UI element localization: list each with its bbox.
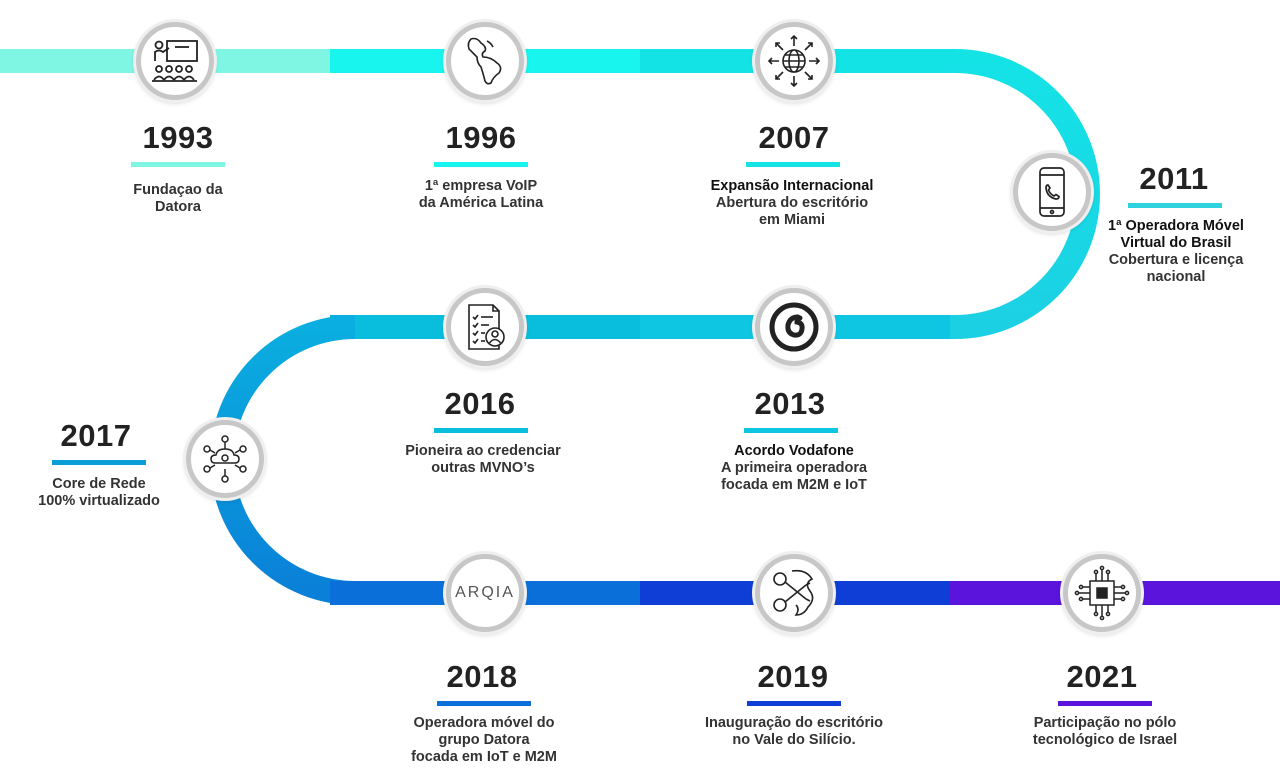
network-core-icon — [203, 435, 247, 483]
year-2016: 2016 — [444, 386, 516, 421]
milestone-desc-2013: Acordo Vodafone A primeira operadora foc… — [679, 443, 909, 494]
desc-line: no Vale do Silício. — [732, 732, 856, 748]
credential-checklist-icon — [468, 304, 505, 350]
desc-line: grupo Datora — [438, 732, 530, 748]
desc-line: tecnológico de Israel — [1032, 732, 1178, 748]
desc-line: focada em M2M e IoT — [721, 477, 867, 493]
year-2007: 2007 — [758, 120, 830, 155]
milestone-node-2018: ARQIA — [446, 554, 524, 632]
milestone-desc-2007: Expansão Internacional Abertura do escri… — [677, 178, 907, 229]
year-underline-2019 — [747, 701, 841, 706]
milestone-node-2007 — [755, 22, 833, 100]
year-underline-2013 — [744, 428, 838, 433]
year-underline-1993 — [131, 162, 225, 167]
desc-line-highlight: Virtual do Brasil — [1120, 235, 1232, 251]
desc-line: em Miami — [758, 212, 826, 228]
milestone-desc-2016: Pioneira ao credenciar outras MVNO’s — [368, 443, 598, 477]
desc-line: Abertura do escritório — [715, 195, 869, 211]
year-underline-2018 — [437, 701, 531, 706]
desc-line: outras MVNO’s — [431, 460, 535, 476]
desc-line: da América Latina — [418, 195, 544, 211]
milestone-node-2013 — [755, 288, 833, 366]
year-2017: 2017 — [60, 418, 132, 453]
year-underline-2017 — [52, 460, 146, 465]
milestone-node-2021 — [1063, 554, 1141, 632]
milestone-node-1996 — [446, 22, 524, 100]
globe-expansion-icon — [767, 34, 821, 88]
desc-line: Fundaçao da — [133, 182, 223, 198]
desc-line: Cobertura e licença — [1108, 252, 1244, 268]
year-2019: 2019 — [757, 659, 829, 694]
desc-line: Core de Rede — [52, 476, 146, 492]
desc-line-highlight: Expansão Internacional — [710, 178, 874, 194]
year-2018: 2018 — [446, 659, 518, 694]
desc-line: 1ª empresa VoIP — [424, 178, 538, 194]
microchip-icon — [1074, 565, 1130, 621]
desc-line-highlight: Acordo Vodafone — [734, 443, 854, 459]
desc-line-highlight: 1ª Operadora Móvel — [1108, 218, 1244, 234]
milestone-desc-2017: Core de Rede 100% virtualizado — [0, 476, 214, 510]
year-2013: 2013 — [754, 386, 826, 421]
classroom-icon — [152, 40, 198, 82]
milestone-node-2016 — [446, 288, 524, 366]
smartphone-call-icon — [1039, 167, 1065, 217]
desc-line: focada em IoT e M2M — [411, 749, 557, 765]
milestone-desc-1993: Fundaçao da Datora — [63, 182, 293, 216]
year-underline-2016 — [434, 428, 528, 433]
desc-line: Participação no pólo — [1033, 715, 1177, 731]
desc-line: Datora — [155, 199, 201, 215]
milestone-node-2011 — [1013, 153, 1091, 231]
desc-line: Operadora móvel do — [413, 715, 555, 731]
year-underline-2007 — [746, 162, 840, 167]
milestone-desc-2011: 1ª Operadora Móvel Virtual do Brasil Cob… — [1061, 218, 1280, 286]
year-underline-2011 — [1128, 203, 1222, 208]
arqia-logo-icon: ARQIA — [455, 584, 515, 601]
year-underline-1996 — [434, 162, 528, 167]
year-2011: 2011 — [1139, 161, 1209, 196]
milestone-node-2019 — [755, 554, 833, 632]
milestone-node-1993 — [136, 22, 214, 100]
year-underline-2021 — [1058, 701, 1152, 706]
vodafone-logo-icon — [769, 302, 819, 352]
milestone-desc-2021: Participação no pólo tecnológico de Isra… — [990, 715, 1220, 749]
milestone-desc-2018: Operadora móvel do grupo Datora focada e… — [369, 715, 599, 766]
latin-america-map-icon — [467, 37, 502, 85]
desc-line: Inauguração do escritório — [704, 715, 884, 731]
desc-line: nacional — [1146, 269, 1206, 285]
silicon-valley-icon — [773, 569, 814, 616]
milestone-desc-1996: 1ª empresa VoIP da América Latina — [366, 178, 596, 212]
desc-line: 100% virtualizado — [38, 493, 160, 509]
desc-line: A primeira operadora — [720, 460, 868, 476]
year-2021: 2021 — [1066, 659, 1138, 694]
year-1996: 1996 — [445, 120, 517, 155]
milestone-node-2017 — [186, 420, 264, 498]
desc-line: Pioneira ao credenciar — [405, 443, 561, 459]
milestone-desc-2019: Inauguração do escritório no Vale do Sil… — [679, 715, 909, 749]
year-1993: 1993 — [142, 120, 214, 155]
